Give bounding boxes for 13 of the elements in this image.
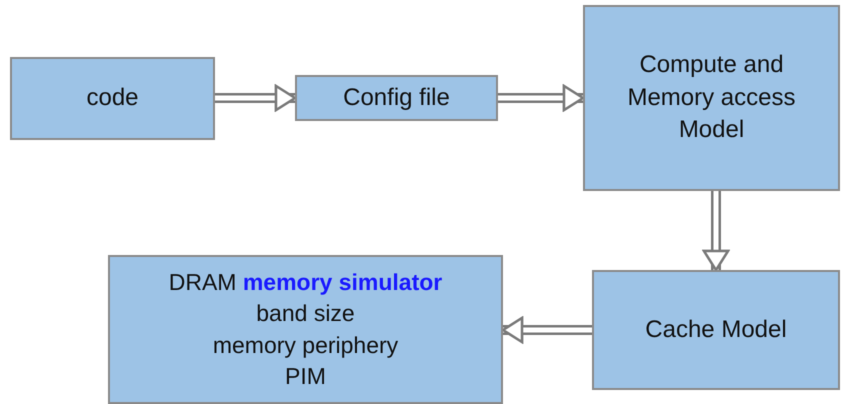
box-label: Config file bbox=[343, 82, 450, 113]
process-box bbox=[583, 5, 840, 191]
box-label: DRAM memory simulator bbox=[168, 268, 442, 298]
process-box bbox=[592, 270, 840, 390]
process-box bbox=[10, 57, 215, 140]
box-label: band size bbox=[256, 299, 355, 328]
process-box bbox=[108, 255, 503, 404]
box-label: Compute and Memory access Model bbox=[626, 50, 797, 146]
box-label: Cache Model bbox=[645, 314, 787, 345]
box-label: memory periphery bbox=[212, 330, 398, 360]
box-label: code bbox=[86, 83, 139, 114]
process-box bbox=[295, 75, 498, 121]
box-label: PIM bbox=[285, 362, 326, 391]
